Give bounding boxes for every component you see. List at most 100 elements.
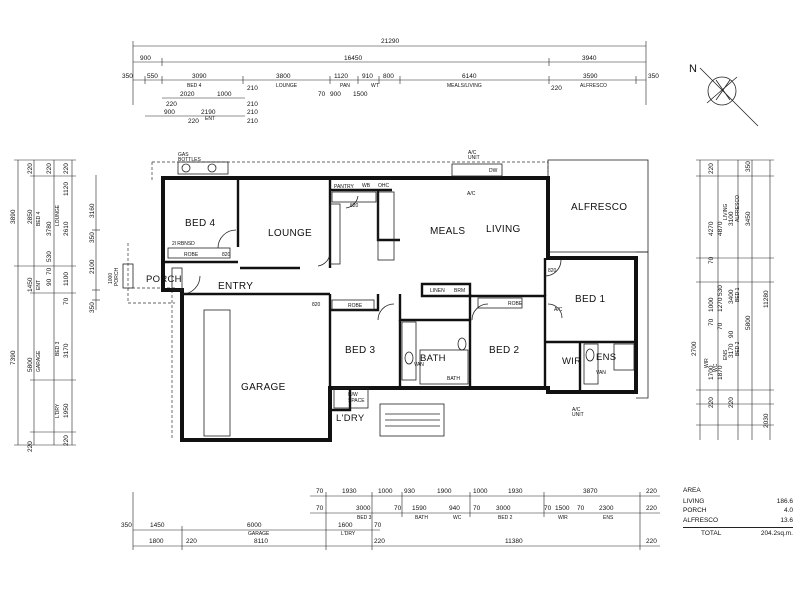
label-robe-bed4: ROBE bbox=[184, 252, 199, 258]
room-entry: ENTRY bbox=[218, 281, 253, 292]
label-brm: BRM bbox=[454, 288, 465, 294]
north-letter: N bbox=[689, 63, 697, 75]
dim-left-b7: 220 bbox=[63, 435, 70, 446]
room-bath: BATH bbox=[420, 353, 446, 364]
label-unit-bottom: UNIT bbox=[572, 412, 584, 418]
dim-bottom-r3-2: 1450 bbox=[150, 522, 165, 529]
dim-bottom-r4-6: 220 bbox=[646, 538, 657, 545]
dim-bottom-r2-5: 940 bbox=[449, 505, 460, 512]
dim-bottom-sub-wc: WC bbox=[453, 515, 462, 521]
dim-right-c3: 530 bbox=[717, 285, 724, 296]
interior-walls bbox=[163, 180, 636, 412]
dim-bottom-r2-8: 70 bbox=[544, 505, 552, 512]
dim-bottom-r4-2: 220 bbox=[186, 538, 197, 545]
dim-right-d4: 220 bbox=[708, 397, 715, 408]
dim-top-sub-meals: MEALS/LIVING bbox=[447, 83, 482, 89]
dim-top-r2-1: 900 bbox=[140, 55, 151, 62]
dim-top-r4-3: 210 bbox=[247, 85, 258, 92]
dim-right-b1: 4270 bbox=[708, 221, 715, 236]
dim-right-b4: 1270 bbox=[717, 297, 724, 312]
dim-right-c5: 70 bbox=[717, 322, 724, 330]
top-dimensions: 21290 900 16450 3940 350 550 3090 3800 1… bbox=[122, 38, 659, 125]
label-robe-bed2: ROBE bbox=[508, 301, 523, 307]
dim-bottom-r1-3: 1000 bbox=[378, 488, 393, 495]
dim-top-r4-1: 2020 bbox=[180, 91, 195, 98]
label-ac-bottom: A/C bbox=[572, 407, 581, 413]
dim-right-b3: 1000 bbox=[708, 297, 715, 312]
dim-bottom-r4-3: 8110 bbox=[254, 538, 268, 545]
dim-bottom-sub-bed2: BED 2 bbox=[498, 515, 513, 521]
dim-right-sub-wc: WC bbox=[713, 363, 719, 372]
dim-top-r3-1: 350 bbox=[122, 73, 133, 80]
dim-top-sub-lounge: LOUNGE bbox=[276, 83, 298, 89]
dim-bottom-r2-10: 70 bbox=[577, 505, 585, 512]
label-robe-bed3: ROBE bbox=[348, 303, 363, 309]
dim-top-r4-2: 1000 bbox=[217, 91, 232, 98]
label-820-pantry: 820 bbox=[350, 203, 359, 209]
site-outlines bbox=[127, 159, 649, 440]
dim-top-r3-2: 550 bbox=[147, 73, 158, 80]
dim-top-r2-3: 3940 bbox=[582, 55, 597, 62]
left-dimensions: 3890 7390 3160 2100 350 350 2850 3780 14… bbox=[10, 159, 120, 452]
dim-left-b2: 2610 bbox=[63, 221, 70, 236]
room-ensuite: ENS bbox=[596, 352, 616, 363]
room-bed-4: BED 4 bbox=[185, 218, 216, 229]
dim-bottom-sub-bath: BATH bbox=[415, 515, 428, 521]
north-arrow: N bbox=[689, 63, 759, 127]
dim-right-a6: 2030 bbox=[763, 413, 770, 428]
dim-bottom-sub-wir: WIR bbox=[558, 515, 568, 521]
dim-left-c1: 220 bbox=[27, 163, 34, 174]
dim-bottom-sub-ldry: L'DRY bbox=[341, 531, 356, 537]
room-lounge: LOUNGE bbox=[268, 228, 312, 239]
right-dimensions: 11280 350 3100 3450 3400 5800 2030 4270 … bbox=[691, 159, 774, 440]
dim-right-b6: 220 bbox=[728, 397, 735, 408]
dim-bottom-r1-6: 1000 bbox=[473, 488, 488, 495]
room-pantry: PANTRY bbox=[334, 184, 354, 190]
dim-left-b1: 1120 bbox=[63, 182, 70, 196]
area-label-alfresco: ALFRESCO bbox=[683, 516, 719, 524]
dim-left-sub-bed3: BED 3 bbox=[55, 341, 61, 356]
dim-right-c1: 220 bbox=[708, 163, 715, 174]
dim-right-sub-alfresco: ALFRESCO bbox=[735, 195, 741, 222]
area-total-value: 204.2sq.m. bbox=[760, 530, 793, 537]
dim-top-r3-5: 1120 bbox=[334, 73, 348, 80]
dim-top-sub-alfresco: ALFRESCO bbox=[580, 83, 607, 89]
dim-top-r4-4: 70 bbox=[318, 91, 326, 98]
dim-left-a3: 1450 bbox=[27, 277, 34, 292]
dim-bottom-r2-4: 1590 bbox=[412, 505, 427, 512]
dim-top-r3-10: 350 bbox=[648, 73, 659, 80]
dim-left-1: 3890 bbox=[10, 209, 17, 224]
dim-bottom-r4-1: 1800 bbox=[149, 538, 164, 545]
dim-right-c4: 70 bbox=[708, 318, 715, 326]
label-ac-top: A/C bbox=[468, 150, 477, 156]
dim-top-r6-sub1: 220 bbox=[188, 118, 199, 125]
label-gas: GAS bbox=[178, 152, 189, 158]
dim-bottom-r2-6: 70 bbox=[473, 505, 481, 512]
label-820-bed3: 820 bbox=[312, 302, 321, 308]
room-labels: BED 4 LOUNGE MEALS LIVING ALFRESCO BED 1… bbox=[146, 184, 627, 424]
label-smoke: 2l RBNSD bbox=[172, 241, 195, 247]
dim-right-c6: 90 bbox=[728, 330, 735, 338]
dim-top-r7: 210 bbox=[247, 118, 258, 125]
fixtures bbox=[122, 161, 635, 437]
label-hw: H/W bbox=[348, 392, 358, 398]
room-meals: MEALS bbox=[430, 226, 465, 237]
dim-right-d3: 1870 bbox=[717, 365, 724, 380]
dim-bottom-r2-2: 3000 bbox=[356, 505, 371, 512]
dim-right-d2: 1700 bbox=[708, 365, 715, 380]
dim-right-sub-bed2: BED 2 bbox=[735, 341, 741, 356]
dim-right-a3: 3450 bbox=[745, 211, 752, 226]
dim-left-sub-ent: ENT bbox=[36, 280, 42, 290]
label-820-bed1: 820 bbox=[548, 268, 557, 274]
room-porch: PORCH bbox=[146, 274, 182, 285]
area-label-porch: PORCH bbox=[683, 507, 707, 514]
room-bed-2: BED 2 bbox=[489, 345, 520, 356]
dim-bottom-sub-bed3: BED 3 bbox=[357, 515, 372, 521]
dim-left-a2: 3780 bbox=[46, 221, 53, 236]
dim-bottom-r2-11: 2300 bbox=[599, 505, 614, 512]
dim-bottom-r2-12: 220 bbox=[646, 505, 657, 512]
dim-top-r3-4: 3800 bbox=[276, 73, 291, 80]
dim-left-mid-4: 350 bbox=[89, 232, 96, 243]
